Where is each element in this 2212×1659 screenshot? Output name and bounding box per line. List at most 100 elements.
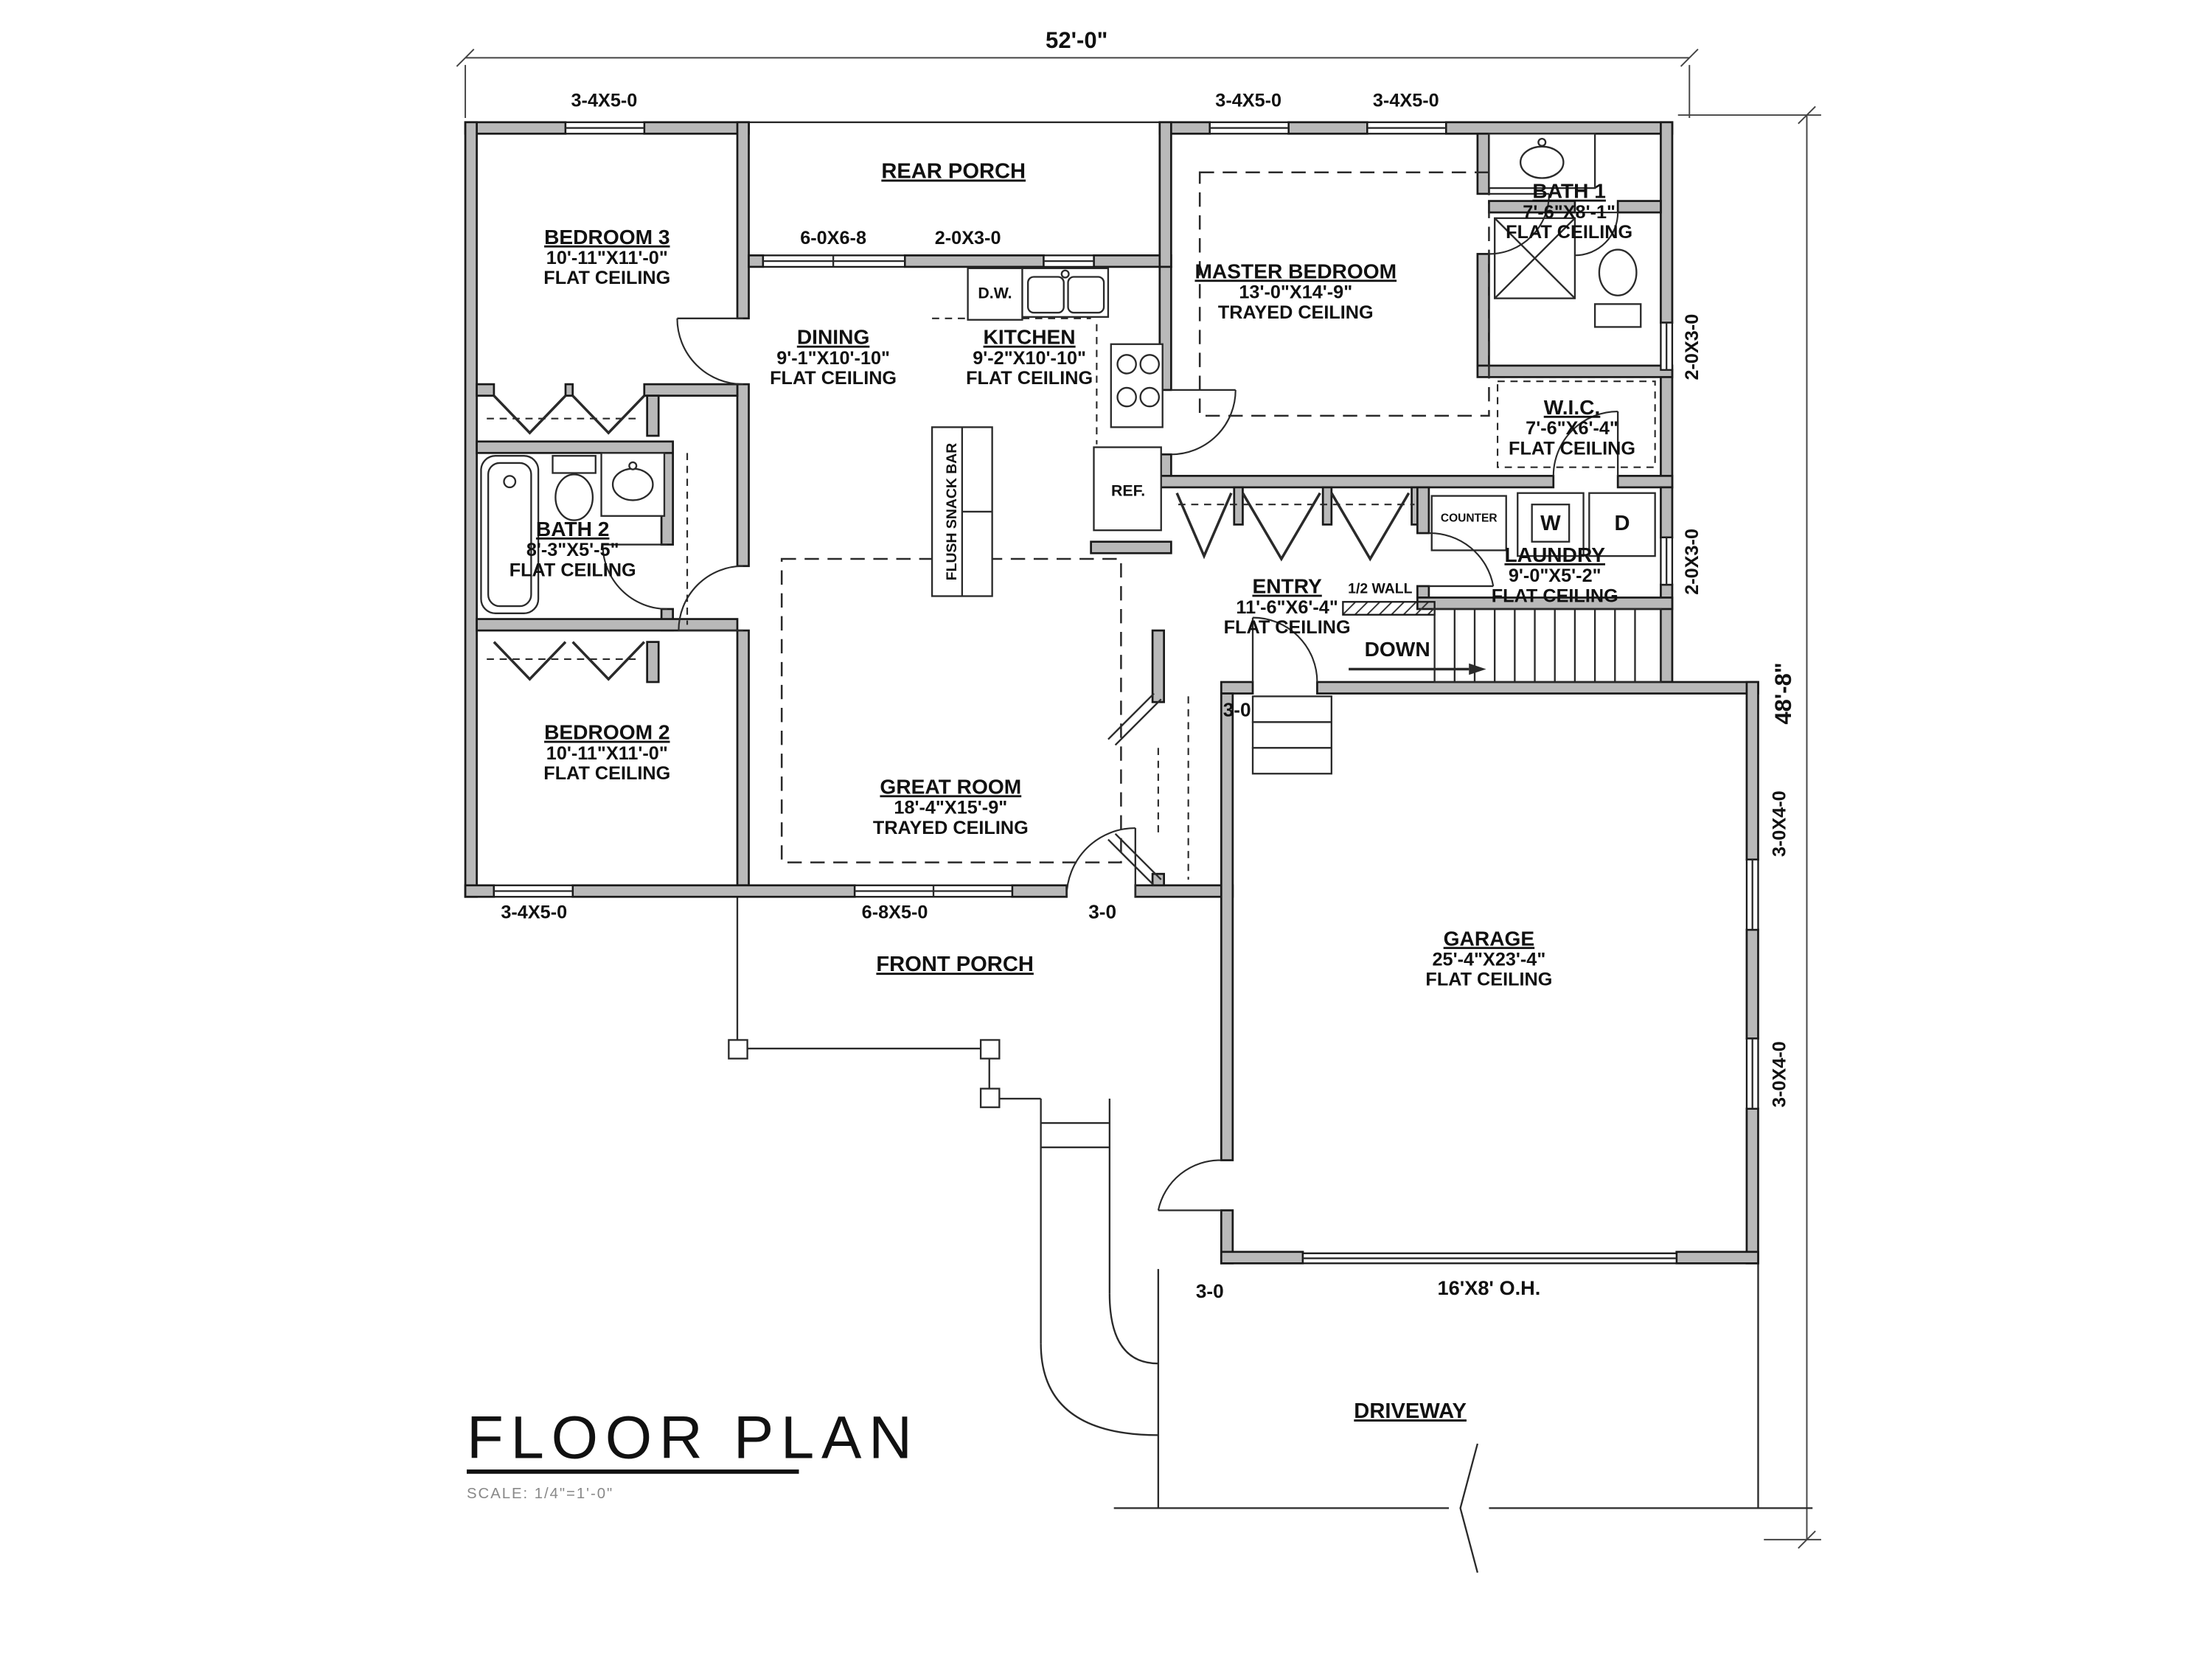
room-name: BATH 2 xyxy=(536,518,610,540)
window xyxy=(1366,121,1447,135)
door-bedroom2 xyxy=(678,565,743,632)
door-garage-entry xyxy=(1251,616,1318,683)
vanity-bath2 xyxy=(600,452,666,517)
dishwasher xyxy=(967,267,1023,321)
title-block: FLOOR PLAN SCALE: 1/4"=1'-0" xyxy=(467,1404,919,1502)
window-size-label: 3-4X5-0 xyxy=(501,902,567,922)
room-size: 10'-11"X11'-0" xyxy=(546,743,668,764)
window xyxy=(1660,536,1674,586)
toilet-bath2 xyxy=(552,455,597,521)
window xyxy=(493,884,574,898)
window-size-label: 6-0X6-8 xyxy=(800,228,866,248)
door-size-label: 3-0 xyxy=(1196,1280,1224,1302)
fixtures xyxy=(480,133,1662,886)
window xyxy=(1660,321,1674,371)
room-ceiling: FLAT CEILING xyxy=(770,368,897,389)
toilet-bath1 xyxy=(1593,248,1642,328)
room-name: KITCHEN xyxy=(984,326,1076,349)
door-bath1-wc xyxy=(1574,211,1619,257)
window-size-label: 3-4X5-0 xyxy=(571,90,638,111)
snack-bar xyxy=(931,426,993,597)
annotation-1-2-wall: 1/2 WALL xyxy=(1348,581,1412,597)
window-labels: 3-4X5-0 3-4X5-0 3-4X5-0 6-0X6-8 2-0X3-0 2-0X3… xyxy=(501,90,1790,1107)
doors xyxy=(602,192,1619,1211)
room-name: W.I.C. xyxy=(1544,396,1601,419)
annotation-w: W xyxy=(1540,512,1561,535)
drawing-title: FLOOR PLAN xyxy=(467,1404,919,1471)
bathtub xyxy=(480,455,540,614)
vanity-bath1 xyxy=(1488,133,1596,189)
area-label: DRIVEWAY xyxy=(1354,1399,1467,1423)
room-name: GARAGE xyxy=(1444,927,1535,950)
room-name: GREAT ROOM xyxy=(880,775,1021,798)
room-size: 18'-4"X15'-9" xyxy=(894,798,1007,818)
room-size: 25'-4"X23'-4" xyxy=(1433,949,1546,970)
room-labels: BEDROOM 310'-11"X11'-0"FLAT CEILINGBATH … xyxy=(509,180,1635,990)
room-name: DINING xyxy=(797,326,870,349)
window-size-label: 3-4X5-0 xyxy=(1373,90,1439,111)
room-name: MASTER BEDROOM xyxy=(1194,260,1397,282)
room-ceiling: FLAT CEILING xyxy=(509,560,636,580)
down-arrow xyxy=(1349,663,1486,675)
room-ceiling: FLAT CEILING xyxy=(543,763,670,784)
room-size: 8'-3"X5'-5" xyxy=(526,540,619,560)
room-name: BATH 1 xyxy=(1532,180,1606,203)
window xyxy=(1208,121,1290,135)
door-master xyxy=(1171,389,1237,456)
room-size: 7'-6"X8'-1" xyxy=(1523,202,1615,223)
door-front xyxy=(1065,827,1136,897)
window-size-label: 6-8X5-0 xyxy=(862,902,928,922)
window-size-label: 3-0X4-0 xyxy=(1769,1041,1790,1107)
room-ceiling: FLAT CEILING xyxy=(966,368,1093,389)
window-size-label: 2-0X3-0 xyxy=(1682,529,1703,595)
room-name: BEDROOM 3 xyxy=(544,226,669,248)
dimension-text: 52'-0" 48'-8" xyxy=(1046,27,1796,725)
room-name: LAUNDRY xyxy=(1504,543,1605,566)
window xyxy=(1745,858,1759,931)
window xyxy=(854,884,1013,898)
annotation-flush-snack-bar: FLUSH SNACK BAR xyxy=(944,443,960,581)
door-bath1 xyxy=(1489,192,1551,255)
room-ceiling: FLAT CEILING xyxy=(1492,585,1618,606)
stairs xyxy=(1433,608,1662,684)
room-size: 11'-6"X6'-4" xyxy=(1236,597,1338,618)
window xyxy=(1043,254,1095,268)
room-name: BEDROOM 2 xyxy=(544,721,669,744)
room-ceiling: FLAT CEILING xyxy=(1224,617,1351,638)
window-size-label: 2-0X3-0 xyxy=(935,228,1001,248)
window xyxy=(1745,1037,1759,1110)
refrigerator xyxy=(1093,446,1162,532)
range-stove xyxy=(1110,343,1164,428)
area-label: FRONT PORCH xyxy=(876,953,1033,976)
overall-height-dimension: 48'-8" xyxy=(1770,662,1796,724)
room-ceiling: TRAYED CEILING xyxy=(1218,302,1374,323)
shower xyxy=(1494,217,1576,299)
room-ceiling: FLAT CEILING xyxy=(1509,438,1635,459)
windows xyxy=(493,121,1759,1265)
window-size-label: 2-0X3-0 xyxy=(1682,314,1703,380)
dryer xyxy=(1588,492,1656,557)
door-size-label: 3-0 xyxy=(1223,699,1251,721)
room-size: 7'-6"X6'-4" xyxy=(1526,418,1618,439)
dimension-lines xyxy=(456,49,1821,1549)
window-size-label: 3-0X4-0 xyxy=(1769,790,1790,857)
door-laundry xyxy=(1428,532,1495,588)
room-size: 13'-0"X14'-9" xyxy=(1239,282,1352,303)
room-ceiling: FLAT CEILING xyxy=(543,268,670,288)
window-size-label: 3-4X5-0 xyxy=(1215,90,1281,111)
room-size: 9'-2"X10'-10" xyxy=(973,348,1086,369)
title-underline xyxy=(467,1469,799,1474)
door-size-label: 3-0 xyxy=(1088,900,1116,922)
master-tray-ceiling xyxy=(1198,171,1490,417)
angled-walls xyxy=(1107,692,1162,886)
half-wall xyxy=(1342,601,1436,616)
room-size: 9'-1"X10'-10" xyxy=(776,348,890,369)
annotation-16-x8-o-h-: 16'X8' O.H. xyxy=(1438,1276,1541,1299)
door-garage-side xyxy=(1157,1159,1222,1211)
laundry-counter xyxy=(1430,495,1507,552)
annotation-d-w-: D.W. xyxy=(978,285,1012,302)
door-bedroom3 xyxy=(676,317,743,386)
